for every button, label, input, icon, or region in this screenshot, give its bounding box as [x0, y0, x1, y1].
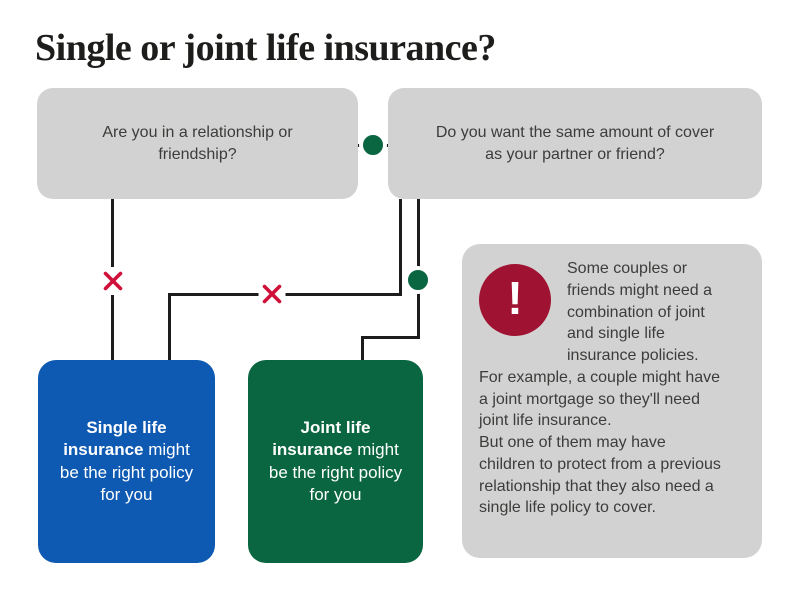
outcome-text-joint: Joint life insurance might be the right … [266, 417, 405, 507]
outcome-box-joint: Joint life insurance might be the right … [248, 360, 423, 563]
connector-q2-joint-drop [361, 336, 364, 360]
no-cross-icon [99, 267, 127, 295]
no-cross-icon [258, 280, 286, 308]
question-box-cover: Do you want the same amount of cover as … [388, 88, 762, 199]
yes-dot-icon [359, 131, 387, 159]
note-box: ! Some couples or friends might need a c… [462, 244, 762, 558]
outcome-rest: might be the right policy for you [59, 440, 194, 504]
outcome-box-single: Single life insurance might be the right… [38, 360, 215, 563]
connector-q2-single-drop [168, 293, 171, 360]
note-line-3: But one of them may have children to pro… [479, 434, 721, 517]
connector-q2-single-down [399, 199, 402, 296]
question-text: Do you want the same amount of cover as … [435, 123, 715, 163]
connector-q2-joint-across [361, 336, 420, 339]
exclamation-icon: ! [479, 264, 551, 336]
page-title: Single or joint life insurance? [35, 27, 496, 69]
outcome-bold: Joint life insurance [272, 417, 371, 460]
outcome-bold: Single life insurance [63, 417, 167, 460]
outcome-rest: might be the right policy for you [268, 440, 403, 504]
outcome-text-single: Single life insurance might be the right… [56, 417, 197, 507]
question-box-relationship: Are you in a relationship or friendship? [37, 88, 358, 199]
yes-dot-icon [404, 266, 432, 294]
note-line-2: For example, a couple might have a joint… [479, 368, 721, 430]
question-text: Are you in a relationship or friendship? [102, 123, 293, 163]
note-row: ! Some couples or friends might need a c… [479, 258, 745, 367]
note-line-1: Some couples or friends might need a com… [567, 260, 712, 364]
